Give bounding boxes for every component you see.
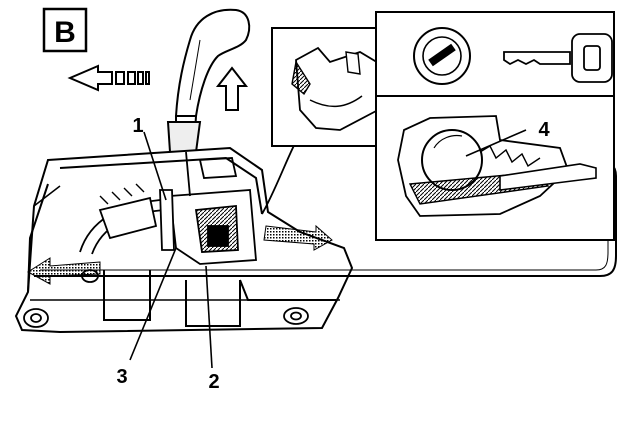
- latch-tab: [291, 60, 311, 96]
- inset-latch-detail: [271, 27, 391, 147]
- mounting-boss-inner: [290, 311, 302, 321]
- barrel-highlight: [433, 134, 463, 149]
- up-direction-arrow: [215, 66, 249, 111]
- inset-lock-mechanism-detail: [375, 95, 615, 241]
- gear-lever-knob: [174, 8, 251, 117]
- latch-tab: [345, 51, 361, 75]
- callout-3: 3: [116, 366, 127, 388]
- callout-1: 1: [132, 115, 143, 137]
- callout-2: 2: [208, 371, 219, 393]
- inset-key-lock-detail: [375, 11, 615, 97]
- ignition-key: [503, 33, 613, 83]
- detent-block: [207, 225, 229, 247]
- housing-inner-wall: [27, 183, 49, 293]
- housing-front-lip: [185, 280, 241, 327]
- cable-end-fitting: [499, 163, 597, 191]
- housing-top-rim: [59, 156, 263, 215]
- view-tag: B: [42, 7, 88, 53]
- mounting-bosses: [23, 269, 309, 328]
- knob-shading: [189, 39, 201, 101]
- view-tag-box: [42, 7, 88, 53]
- left-arrow-dash: [115, 71, 125, 85]
- housing-front-lip: [239, 279, 336, 301]
- shift-gate-mechanism: [79, 151, 257, 265]
- lever-pass: [185, 151, 191, 197]
- pawl-spring: [479, 145, 541, 168]
- ignition-key-slot: [428, 43, 456, 67]
- callout-4: 4: [538, 119, 550, 141]
- callout-1-leader: [143, 131, 167, 201]
- gate-plate: [98, 196, 158, 240]
- callout-4-leader: [465, 129, 527, 157]
- callout-3-leader: [129, 247, 177, 361]
- cable-left-arrow: [27, 257, 101, 285]
- left-arrow-head: [67, 64, 113, 92]
- key-head-hole: [583, 45, 601, 71]
- pivot-shaft: [159, 189, 175, 251]
- gate-slot: [198, 157, 238, 179]
- housing-step: [33, 185, 61, 207]
- latch-curve: [309, 95, 363, 108]
- key-blade: [503, 51, 571, 66]
- housing-front-lip: [103, 270, 151, 321]
- cable-right-arrow: [263, 224, 333, 251]
- mounting-boss-inner: [30, 313, 42, 323]
- view-tag-letter: B: [54, 16, 76, 49]
- callout-2-leader: [205, 265, 213, 369]
- gear-lever: [166, 8, 251, 153]
- callout-leaders: [129, 131, 213, 369]
- left-arrow-dash: [145, 71, 150, 85]
- left-direction-arrow: [67, 64, 150, 92]
- shaft-notches: [99, 183, 145, 205]
- left-arrow-dash: [127, 71, 136, 85]
- gear-lever-boot: [166, 121, 202, 153]
- left-arrow-dash: [137, 71, 144, 85]
